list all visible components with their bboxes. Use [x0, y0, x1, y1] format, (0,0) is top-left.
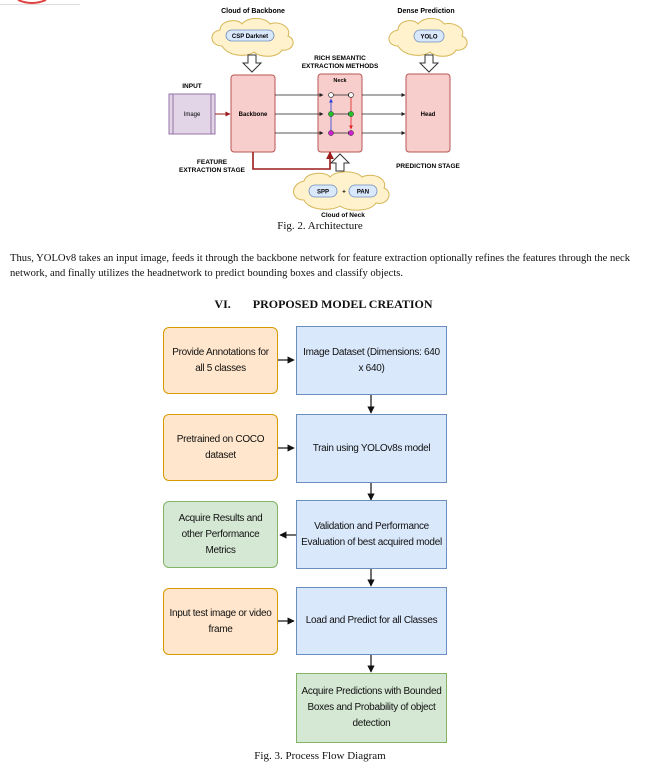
- cloud-backbone: CSP Darknet: [211, 17, 294, 57]
- box-validation: Validation and Performance Evaluation of…: [296, 500, 447, 569]
- pan-label: PAN: [357, 190, 369, 196]
- fig3-caption: Fig. 3. Process Flow Diagram: [254, 750, 386, 762]
- box-acquire-predictions: Acquire Predictions with Bounded Boxes a…: [296, 673, 447, 743]
- box-pretrained-coco: Pretrained on COCO dataset: [163, 414, 278, 481]
- backbone-block: Backbone: [230, 74, 276, 153]
- arrow-backbone-to-neck-route: [252, 151, 334, 170]
- rich-semantic-label-line1: RICH SEMANTIC: [314, 55, 366, 62]
- rich-semantic-label-line2: EXTRACTION METHODS: [302, 63, 379, 70]
- hollow-arrow-head: [418, 54, 440, 73]
- box-load-predict: Load and Predict for all Classes: [296, 587, 447, 655]
- body-paragraph: Thus, YOLOv8 takes an input image, feeds…: [10, 253, 630, 279]
- neck-label: Neck: [333, 78, 347, 84]
- box-train-yolov8s: Train using YOLOv8s model: [296, 414, 447, 483]
- section-title: PROPOSED MODEL CREATION: [252, 297, 433, 311]
- neck-block: Neck: [317, 73, 363, 153]
- prediction-stage-label: PREDICTION STAGE: [396, 163, 460, 170]
- box-acquire-results: Acquire Results and other Performance Me…: [163, 501, 278, 568]
- csp-darknet-label: CSP Darknet: [232, 34, 268, 40]
- cloud-backbone-label: Cloud of Backbone: [221, 8, 285, 15]
- backbone-label: Backbone: [239, 112, 268, 118]
- dense-prediction-label: Dense Prediction: [397, 8, 454, 15]
- fig2-caption: Fig. 2. Architecture: [277, 220, 363, 232]
- neck-internal-network: [328, 92, 354, 136]
- cloud-neck: SPP + PAN: [293, 171, 390, 211]
- architecture-diagram: Cloud of Backbone Dense Prediction CSP D…: [168, 8, 468, 219]
- spp-label: SPP: [317, 190, 329, 196]
- plus-label: +: [342, 190, 346, 196]
- hollow-arrow-backbone: [241, 54, 263, 73]
- section-number: VI.: [214, 297, 231, 311]
- head-block: Head: [405, 73, 451, 153]
- box-image-dataset: Image Dataset (Dimensions: 640 x 640): [296, 326, 447, 395]
- cloud-dense-prediction: YOLO: [388, 17, 468, 57]
- hollow-arrow-neck: [329, 153, 351, 172]
- image-block: Image: [168, 93, 216, 135]
- process-flow-arrows: [278, 356, 375, 673]
- input-label: INPUT: [182, 83, 202, 90]
- cropped-red-mark: [0, 0, 80, 5]
- yolo-label: YOLO: [420, 35, 437, 41]
- box-input-test-image: Input test image or video frame: [163, 588, 278, 655]
- cloud-neck-label: Cloud of Neck: [321, 212, 365, 219]
- image-label: Image: [184, 112, 201, 118]
- feature-extraction-label-line2: EXTRACTION STAGE: [179, 167, 246, 174]
- head-label: Head: [421, 112, 436, 118]
- box-provide-annotations: Provide Annotations for all 5 classes: [163, 327, 278, 394]
- section-heading: VI. PROPOSED MODEL CREATION: [0, 297, 647, 312]
- feature-extraction-label-line1: FEATURE: [197, 159, 228, 166]
